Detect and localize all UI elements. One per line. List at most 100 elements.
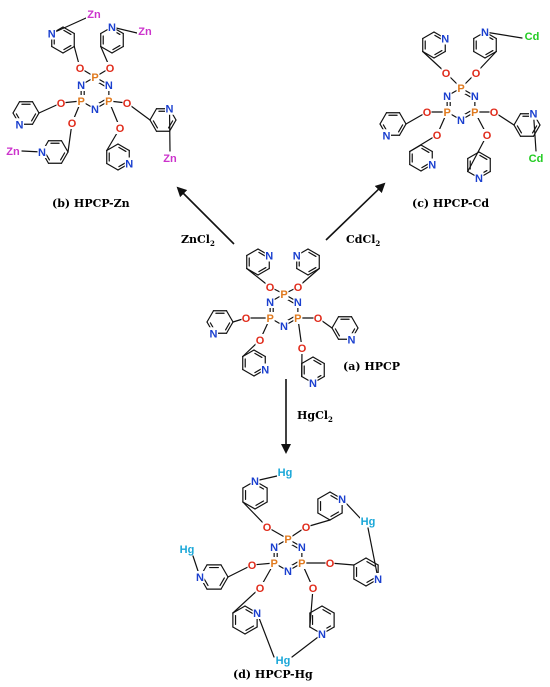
atom-mask <box>360 515 376 527</box>
phosphorus-atom: P <box>471 107 478 119</box>
bond <box>256 612 275 658</box>
phosphorus-atom: P <box>457 83 464 95</box>
bond <box>117 143 130 152</box>
ring-nitrogen: N <box>457 115 465 127</box>
pyridine-n: N <box>16 119 24 131</box>
atom-mask <box>313 312 323 324</box>
atom-mask <box>297 557 307 569</box>
atom-mask <box>470 90 480 102</box>
atom-mask <box>56 97 66 109</box>
bond <box>257 267 270 276</box>
atom-mask <box>115 122 125 134</box>
bond <box>422 31 435 40</box>
bond <box>398 112 407 125</box>
atom-mask <box>422 106 432 118</box>
phosphorus-atom: P <box>284 534 291 546</box>
bond <box>220 564 229 578</box>
atom-mask <box>162 152 178 164</box>
bond <box>168 108 171 152</box>
bond <box>307 248 320 257</box>
pyridine-n: N <box>166 104 174 116</box>
phosphorus-atom: P <box>298 558 305 570</box>
atom-mask <box>107 21 117 33</box>
bond <box>63 29 72 36</box>
bond <box>308 251 317 258</box>
oxygen-atom: O <box>294 282 303 294</box>
bond <box>365 557 379 566</box>
bond <box>367 527 379 580</box>
atom-mask <box>255 582 265 594</box>
atom-mask <box>442 90 452 102</box>
bond <box>398 123 407 136</box>
bond <box>485 49 494 56</box>
bond <box>245 609 255 615</box>
oxygen-atom: O <box>442 68 451 80</box>
ring-nitrogen: N <box>471 91 479 103</box>
bond <box>329 512 343 521</box>
atom-mask <box>373 573 383 585</box>
atom-mask <box>67 117 77 129</box>
bond <box>106 162 119 171</box>
bond <box>513 113 522 126</box>
bond <box>312 356 325 365</box>
atom-mask <box>441 67 451 79</box>
pyridine-n: N <box>383 130 391 142</box>
bond <box>258 251 267 258</box>
atom-mask <box>325 557 335 569</box>
reagent-hgcl2: HgCl2 <box>297 409 333 424</box>
bond <box>433 50 446 59</box>
bond <box>254 501 268 510</box>
ring-nitrogen: N <box>280 321 288 333</box>
bond <box>112 44 121 51</box>
bond <box>516 125 523 134</box>
bond <box>331 316 340 329</box>
reagent-cdcl2: CdCl2 <box>346 233 380 248</box>
pyridine-n: N <box>441 34 449 46</box>
phosphorus-atom: P <box>270 558 277 570</box>
bond <box>301 356 314 365</box>
bond <box>473 50 486 59</box>
atom-mask <box>456 82 466 94</box>
atom-mask <box>283 565 293 577</box>
atom-mask <box>277 466 293 478</box>
oxygen-atom: O <box>256 335 265 347</box>
bond <box>111 45 124 54</box>
pyridine-n: N <box>210 328 218 340</box>
atom-mask <box>293 281 303 293</box>
label-hpcp: (a) HPCP <box>343 360 400 373</box>
bond <box>206 310 215 323</box>
phosphorus-atom: P <box>77 96 84 108</box>
bond <box>321 605 335 614</box>
atom-mask <box>432 129 442 141</box>
bond <box>232 587 261 614</box>
bond <box>479 154 488 161</box>
zinc-atom: Zn <box>87 9 101 21</box>
atom-mask <box>480 26 490 38</box>
mercury-atom: Hg <box>361 516 376 528</box>
pyridine-n: N <box>196 572 204 584</box>
bond <box>353 557 367 566</box>
bond <box>421 162 430 169</box>
oxygen-atom: O <box>248 560 257 572</box>
bond <box>308 266 317 273</box>
atom-mask <box>265 296 275 308</box>
pyridine-n: N <box>108 22 116 34</box>
oxygen-atom: O <box>326 558 335 570</box>
mercury-atom: Hg <box>276 655 291 667</box>
atom-mask <box>293 296 303 308</box>
bond <box>532 113 537 152</box>
oxygen-atom: O <box>123 98 132 110</box>
oxygen-atom: O <box>76 63 85 75</box>
atom-mask <box>195 571 205 583</box>
atom-mask <box>293 312 303 324</box>
ring-nitrogen: N <box>270 542 278 554</box>
phosphorus-atom: P <box>280 289 287 301</box>
oxygen-atom: O <box>309 583 318 595</box>
label-hpcp-cd: (c) HPCP-Cd <box>412 197 489 210</box>
oxygen-atom: O <box>433 130 442 142</box>
atom-mask <box>86 8 102 20</box>
atom-mask <box>137 25 153 37</box>
bond <box>350 316 359 329</box>
bond <box>331 327 340 340</box>
